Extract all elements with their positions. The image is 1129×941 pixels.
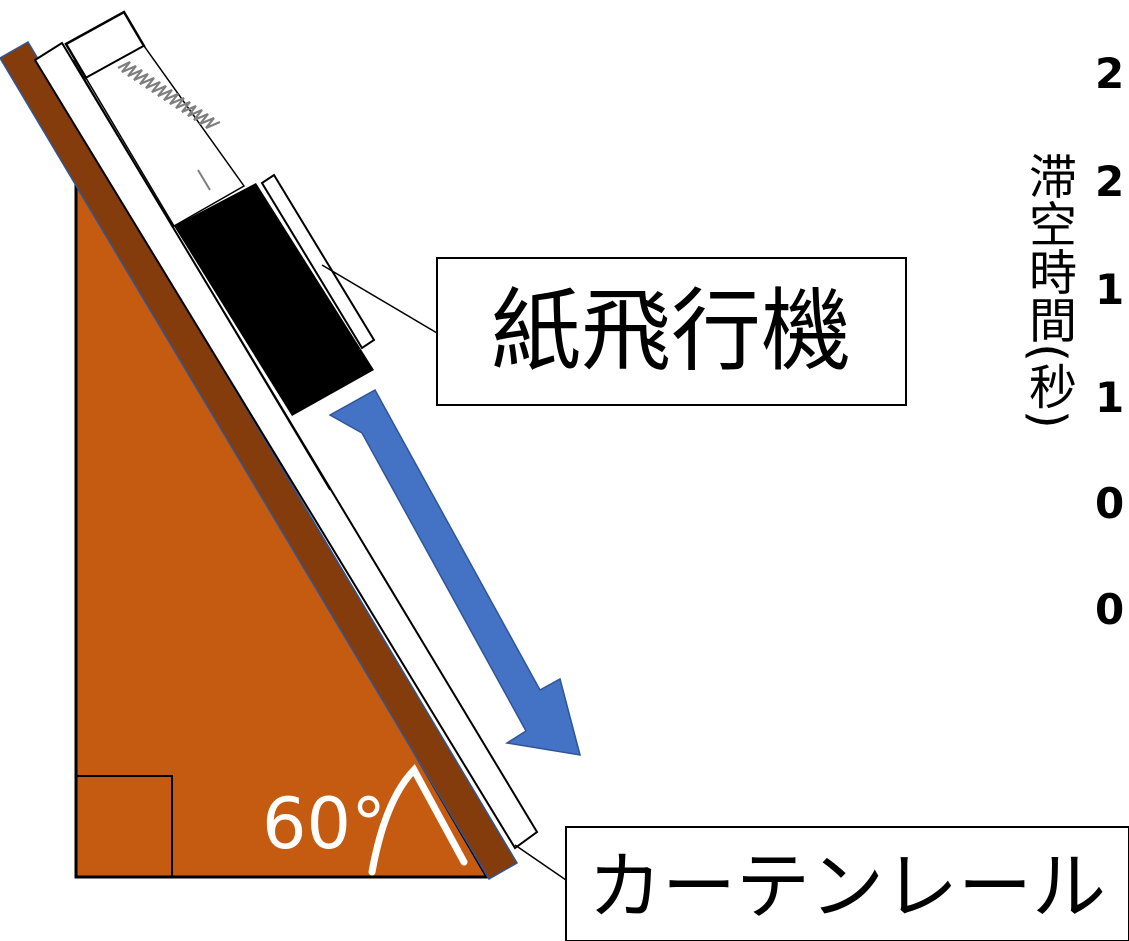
- axis-tick: 2: [1095, 49, 1124, 98]
- slanted-board: [0, 40, 519, 881]
- spring-icon: [117, 61, 221, 191]
- axis-tick: 0: [1095, 585, 1124, 634]
- plane-label-box: [436, 257, 907, 406]
- axis-tick: 1: [1095, 265, 1124, 314]
- rail-label-box: [565, 826, 1129, 941]
- rail-leader-line: [514, 844, 567, 881]
- curtain-rail: [33, 41, 539, 850]
- paper-plane: [260, 173, 376, 350]
- axis-tick: 2: [1095, 157, 1124, 206]
- spring-coil: [117, 61, 221, 130]
- angle-label: 60°: [262, 783, 386, 865]
- angle-arc: [368, 764, 468, 876]
- axis-tick: 0: [1095, 479, 1124, 528]
- spring-hook: [197, 169, 211, 191]
- axis-tick: 1: [1095, 373, 1124, 422]
- axis-ticks: 2 2 1 1 0 0: [1095, 49, 1124, 634]
- rail-channel-line: [72, 59, 331, 491]
- carriage-block: [174, 183, 374, 416]
- axis-label: 滞空時間(秒): [1020, 151, 1076, 428]
- plane-label: 紙飛行機: [491, 279, 851, 384]
- plane-leader-line: [321, 264, 438, 334]
- direction-arrow-icon: [328, 388, 582, 756]
- right-angle-marker: [75, 775, 173, 878]
- rail-label: カーテンレール: [588, 844, 1106, 930]
